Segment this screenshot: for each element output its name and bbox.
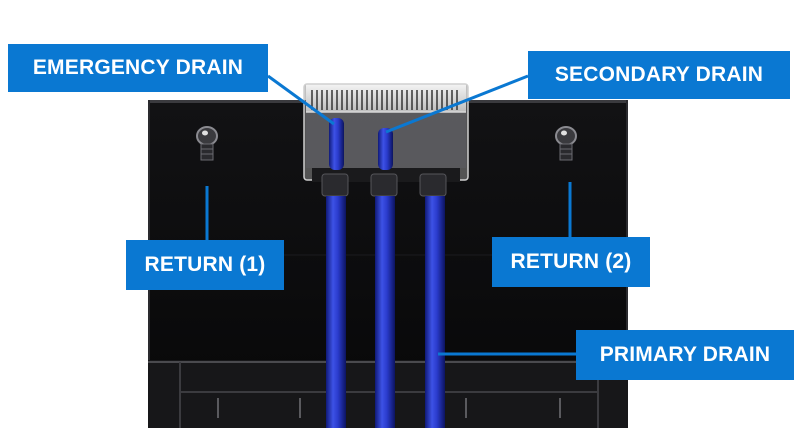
- emergency-standpipe: [329, 118, 344, 170]
- secondary-drain-pipe: [375, 196, 395, 428]
- emergency-drain-pipe: [326, 196, 346, 428]
- secondary-standpipe: [378, 128, 393, 170]
- emergency-drain-label: EMERGENCY DRAIN: [8, 44, 268, 92]
- return-2-label: RETURN (2): [492, 237, 650, 287]
- return-nozzle-left: [196, 126, 218, 161]
- return-1-label: RETURN (1): [126, 240, 284, 290]
- primary-drain-label: PRIMARY DRAIN: [576, 330, 794, 380]
- leader-emergency: [267, 74, 335, 126]
- leader-secondary: [385, 74, 529, 134]
- bulkhead-fittings: [321, 173, 447, 197]
- primary-drain-pipe: [425, 196, 445, 428]
- return-nozzle-right: [555, 126, 577, 161]
- secondary-drain-label: SECONDARY DRAIN: [528, 51, 790, 99]
